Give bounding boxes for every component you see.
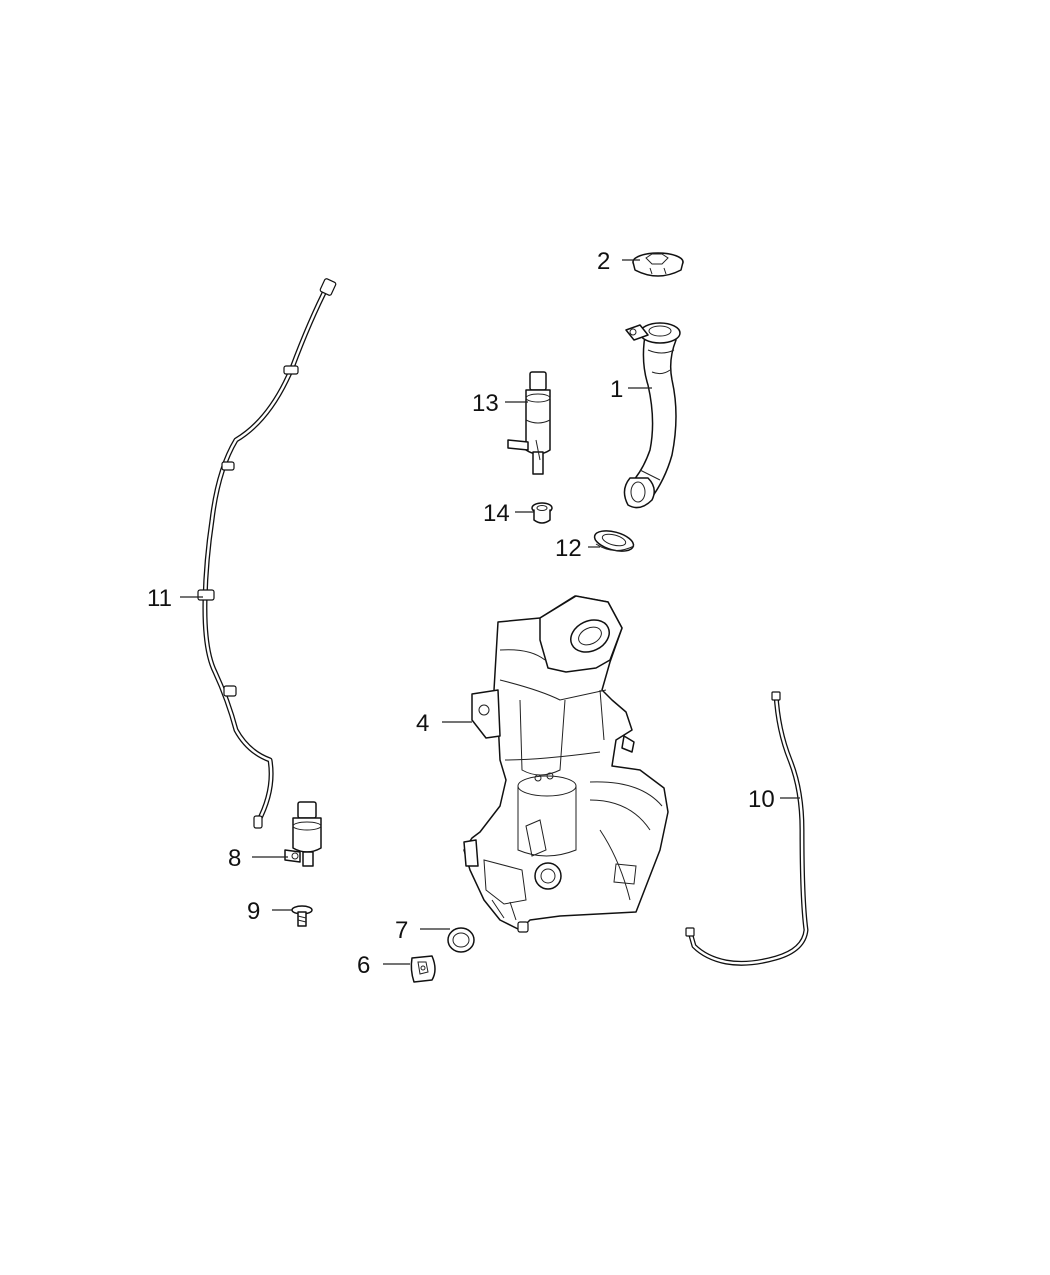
callout-7: 7 <box>395 917 408 944</box>
callout-9: 9 <box>247 898 260 925</box>
callout-4: 4 <box>416 710 429 737</box>
callout-6: 6 <box>357 952 370 979</box>
part-14-grommet <box>531 502 553 524</box>
callout-13: 13 <box>472 390 499 417</box>
callout-14: 14 <box>483 500 510 527</box>
part-11-washer-hose <box>197 278 337 829</box>
callout-12: 12 <box>555 535 582 562</box>
part-6-level-sensor <box>410 955 436 983</box>
callout-8: 8 <box>228 845 241 872</box>
part-10-washer-hose <box>685 691 809 966</box>
callout-11: 11 <box>147 585 172 612</box>
part-8-pump-motor <box>284 801 322 867</box>
part-9-screw <box>291 905 313 927</box>
callout-1: 1 <box>610 376 623 403</box>
part-4-washer-reservoir <box>463 595 669 933</box>
part-2-filler-cap <box>632 252 684 277</box>
callout-2: 2 <box>597 248 610 275</box>
callout-10: 10 <box>748 786 775 813</box>
part-12-seal <box>593 530 635 552</box>
part-13-washer-pump <box>507 371 551 475</box>
part-1-filler-neck <box>623 322 681 509</box>
part-7-seal-ring <box>447 927 475 953</box>
